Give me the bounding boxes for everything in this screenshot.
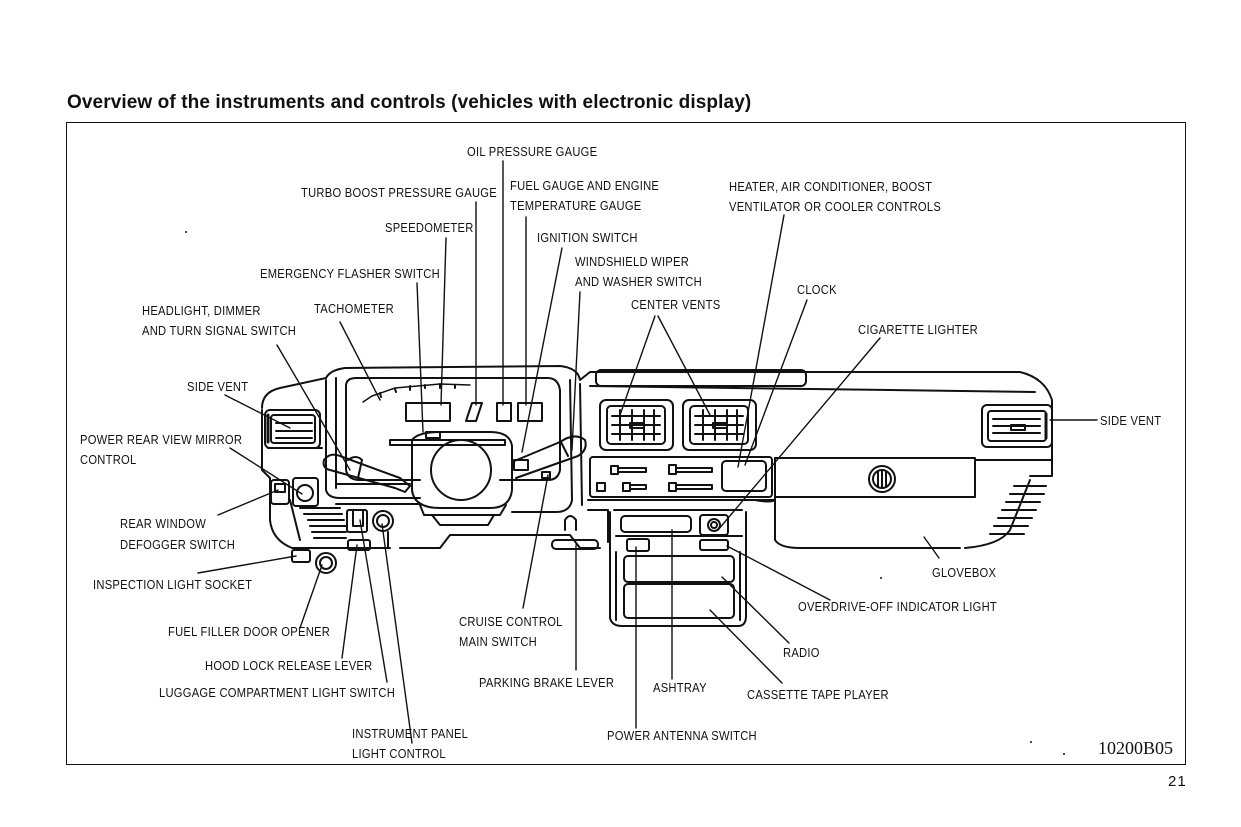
dashboard-outline xyxy=(261,365,1053,549)
label-mirror-line1: POWER REAR VIEW MIRROR xyxy=(80,432,243,447)
label-instrument-panel-line1: INSTRUMENT PANEL xyxy=(352,726,469,741)
print-specks xyxy=(185,231,1065,755)
label-oil-pressure-gauge: OIL PRESSURE GAUGE xyxy=(467,144,598,159)
label-fuel-gauge-line1: FUEL GAUGE AND ENGINE xyxy=(510,178,660,193)
glovebox xyxy=(754,457,1053,549)
label-turbo-boost-pressure-gauge: TURBO BOOST PRESSURE GAUGE xyxy=(301,185,497,200)
label-heater-line2: VENTILATOR OR COOLER CONTROLS xyxy=(729,199,942,214)
label-mirror-line2: CONTROL xyxy=(80,452,137,467)
label-speedometer: SPEEDOMETER xyxy=(385,220,474,235)
label-clock: CLOCK xyxy=(797,282,837,297)
climate-control-panel xyxy=(589,456,773,498)
left-side-vent xyxy=(264,409,321,449)
label-headlight-line2: AND TURN SIGNAL SWITCH xyxy=(142,323,297,338)
label-cruise-line2: MAIN SWITCH xyxy=(459,634,537,649)
figure-code: 10200B05 xyxy=(1098,738,1174,758)
label-wiper-line2: AND WASHER SWITCH xyxy=(575,274,702,289)
label-luggage-compartment-light-switch: LUGGAGE COMPARTMENT LIGHT SWITCH xyxy=(159,685,396,700)
label-center-vents: CENTER VENTS xyxy=(631,297,721,312)
label-side-vent-right: SIDE VENT xyxy=(1100,413,1162,428)
label-hood-lock-release-lever: HOOD LOCK RELEASE LEVER xyxy=(205,658,373,673)
label-headlight-line1: HEADLIGHT, DIMMER xyxy=(142,303,261,318)
label-heater-line1: HEATER, AIR CONDITIONER, BOOST xyxy=(729,179,933,194)
leader-lines xyxy=(197,160,1098,744)
label-inspection-light-socket: INSPECTION LIGHT SOCKET xyxy=(93,577,253,592)
label-wiper-line1: WINDSHIELD WIPER xyxy=(575,254,690,269)
right-side-vent xyxy=(981,404,1053,448)
label-power-antenna-switch: POWER ANTENNA SWITCH xyxy=(607,728,757,743)
label-radio: RADIO xyxy=(783,645,820,660)
instrument-cluster xyxy=(325,377,583,513)
label-cassette-tape-player: CASSETTE TAPE PLAYER xyxy=(747,687,889,702)
label-cigarette-lighter: CIGARETTE LIGHTER xyxy=(858,322,978,337)
label-instrument-panel-line2: LIGHT CONTROL xyxy=(352,746,446,761)
label-glovebox: GLOVEBOX xyxy=(932,565,997,580)
label-fuel-gauge-line2: TEMPERATURE GAUGE xyxy=(510,198,642,213)
parking-brake-handle xyxy=(551,509,609,550)
label-overdrive-off-indicator-light: OVERDRIVE-OFF INDICATOR LIGHT xyxy=(798,599,998,614)
label-cruise-line1: CRUISE CONTROL xyxy=(459,614,563,629)
left-switch-cluster xyxy=(270,477,319,507)
label-defogger-line1: REAR WINDOW xyxy=(120,516,207,531)
label-side-vent-left: SIDE VENT xyxy=(187,379,249,394)
label-ignition-switch: IGNITION SWITCH xyxy=(537,230,638,245)
page-title: Overview of the instruments and controls… xyxy=(67,92,752,113)
figure-frame xyxy=(66,122,1186,765)
center-vents xyxy=(599,399,757,451)
label-tachometer: TACHOMETER xyxy=(314,301,395,316)
label-defogger-line2: DEFOGGER SWITCH xyxy=(120,537,236,552)
label-ashtray: ASHTRAY xyxy=(653,680,707,695)
label-emergency-flasher-switch: EMERGENCY FLASHER SWITCH xyxy=(260,266,440,281)
page-number: 21 xyxy=(1168,773,1187,790)
label-fuel-filler-door-opener: FUEL FILLER DOOR OPENER xyxy=(168,624,331,639)
label-parking-brake-lever: PARKING BRAKE LEVER xyxy=(479,675,615,690)
steering-wheel-hub xyxy=(411,431,513,526)
center-console xyxy=(587,499,776,627)
stalks xyxy=(322,435,587,493)
